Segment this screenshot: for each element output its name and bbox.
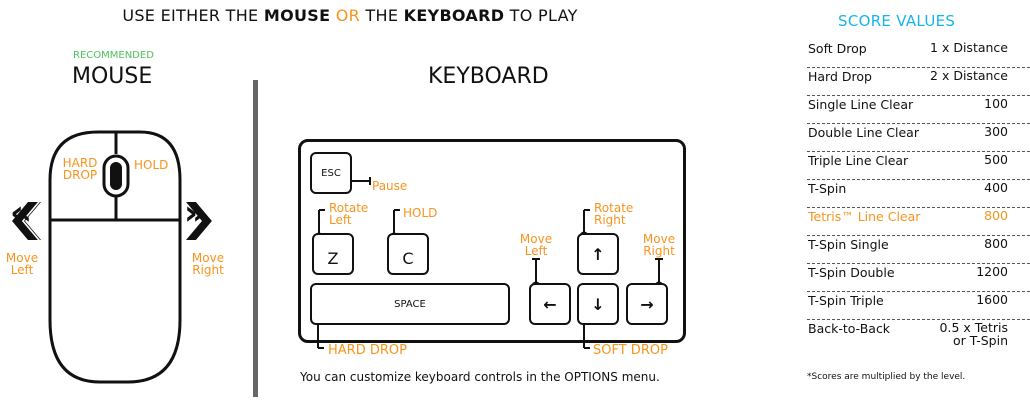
keyboard-section-title: KEYBOARD: [428, 64, 549, 89]
move-right-chevron-icon: »: [184, 193, 206, 233]
mouse-diagram: [12, 130, 216, 384]
score-footnote: *Scores are multiplied by the level.: [807, 372, 966, 382]
key-space: SPACE: [310, 283, 510, 325]
score-values-title: SCORE VALUES: [838, 12, 956, 30]
headline-mouse: MOUSE: [263, 6, 331, 25]
headline-keyboard: KEYBOARD: [403, 6, 505, 25]
kb-label-hold: HOLD: [403, 206, 438, 220]
mouse-label-hold: HOLD: [134, 158, 169, 172]
mouse-section-title: MOUSE: [72, 64, 153, 89]
instructions-headline: USE EITHER THE MOUSE OR THE KEYBOARD TO …: [122, 6, 578, 25]
key-esc: ESC: [310, 152, 352, 194]
kb-label-hard-drop: HARD DROP: [328, 343, 407, 358]
key-arrow-up: ↑: [577, 233, 619, 275]
section-divider: [253, 80, 258, 397]
move-left-chevron-icon: «: [10, 193, 32, 233]
customize-controls-note: You can customize keyboard controls in t…: [300, 370, 660, 384]
keyboard-frame: [298, 139, 686, 343]
double-chevron-left-icon: [12, 202, 42, 240]
double-chevron-right-icon: [186, 202, 216, 240]
key-arrow-right: →: [626, 283, 668, 325]
key-z: Z: [312, 233, 354, 275]
key-c: C: [387, 233, 429, 275]
mouse-body: [48, 130, 182, 384]
key-arrow-left: ←: [529, 283, 571, 325]
headline-or: OR: [330, 6, 366, 25]
kb-label-soft-drop: SOFT DROP: [593, 343, 668, 358]
kb-label-pause: Pause: [372, 179, 408, 193]
recommended-badge: RECOMMENDED: [73, 50, 154, 61]
key-arrow-down: ↓: [577, 283, 619, 325]
